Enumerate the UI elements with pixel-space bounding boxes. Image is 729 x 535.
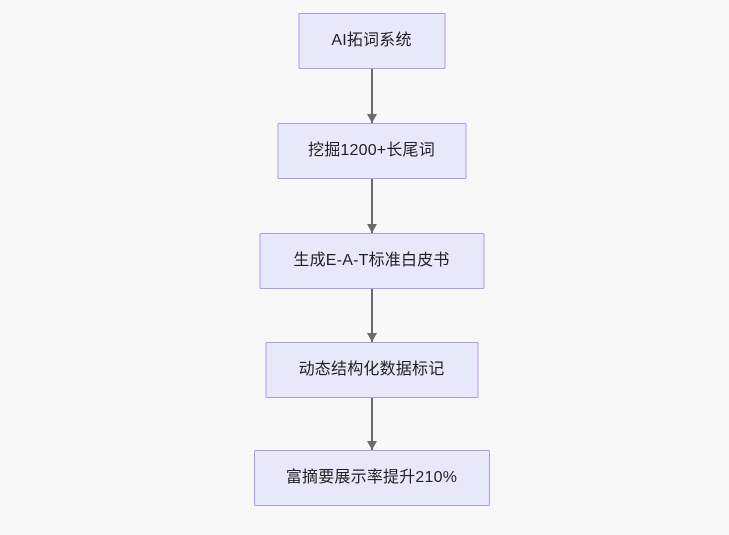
- flow-node-label: AI拓词系统: [331, 32, 412, 49]
- flow-node-ai-keyword-system[interactable]: AI拓词系统: [298, 13, 445, 69]
- flow-edge-line: [370, 398, 373, 450]
- flow-edge-2-to-3: [365, 179, 379, 233]
- flow-node-generate-eat-whitepaper[interactable]: 生成E-A-T标准白皮书: [259, 233, 484, 289]
- flow-node-label: 富摘要展示率提升210%: [285, 469, 458, 486]
- flow-edge-line: [370, 69, 373, 123]
- flow-node-dynamic-structured-data-markup[interactable]: 动态结构化数据标记: [265, 342, 478, 398]
- flow-node-label: 动态结构化数据标记: [298, 361, 445, 378]
- flow-edge-1-to-2: [365, 69, 379, 123]
- flow-node-label: 挖掘1200+长尾词: [308, 142, 435, 159]
- flow-node-rich-snippet-impression-uplift[interactable]: 富摘要展示率提升210%: [253, 450, 490, 506]
- arrow-down-icon: [366, 114, 377, 123]
- arrow-down-icon: [366, 224, 377, 233]
- flow-node-mine-longtail-keywords[interactable]: 挖掘1200+长尾词: [277, 123, 466, 179]
- flow-edge-4-to-5: [365, 398, 379, 450]
- flow-node-label: 生成E-A-T标准白皮书: [293, 252, 450, 269]
- arrow-down-icon: [366, 441, 377, 450]
- arrow-down-icon: [366, 333, 377, 342]
- flow-edge-line: [370, 179, 373, 233]
- flow-edge-line: [370, 289, 373, 342]
- flow-edge-3-to-4: [365, 289, 379, 342]
